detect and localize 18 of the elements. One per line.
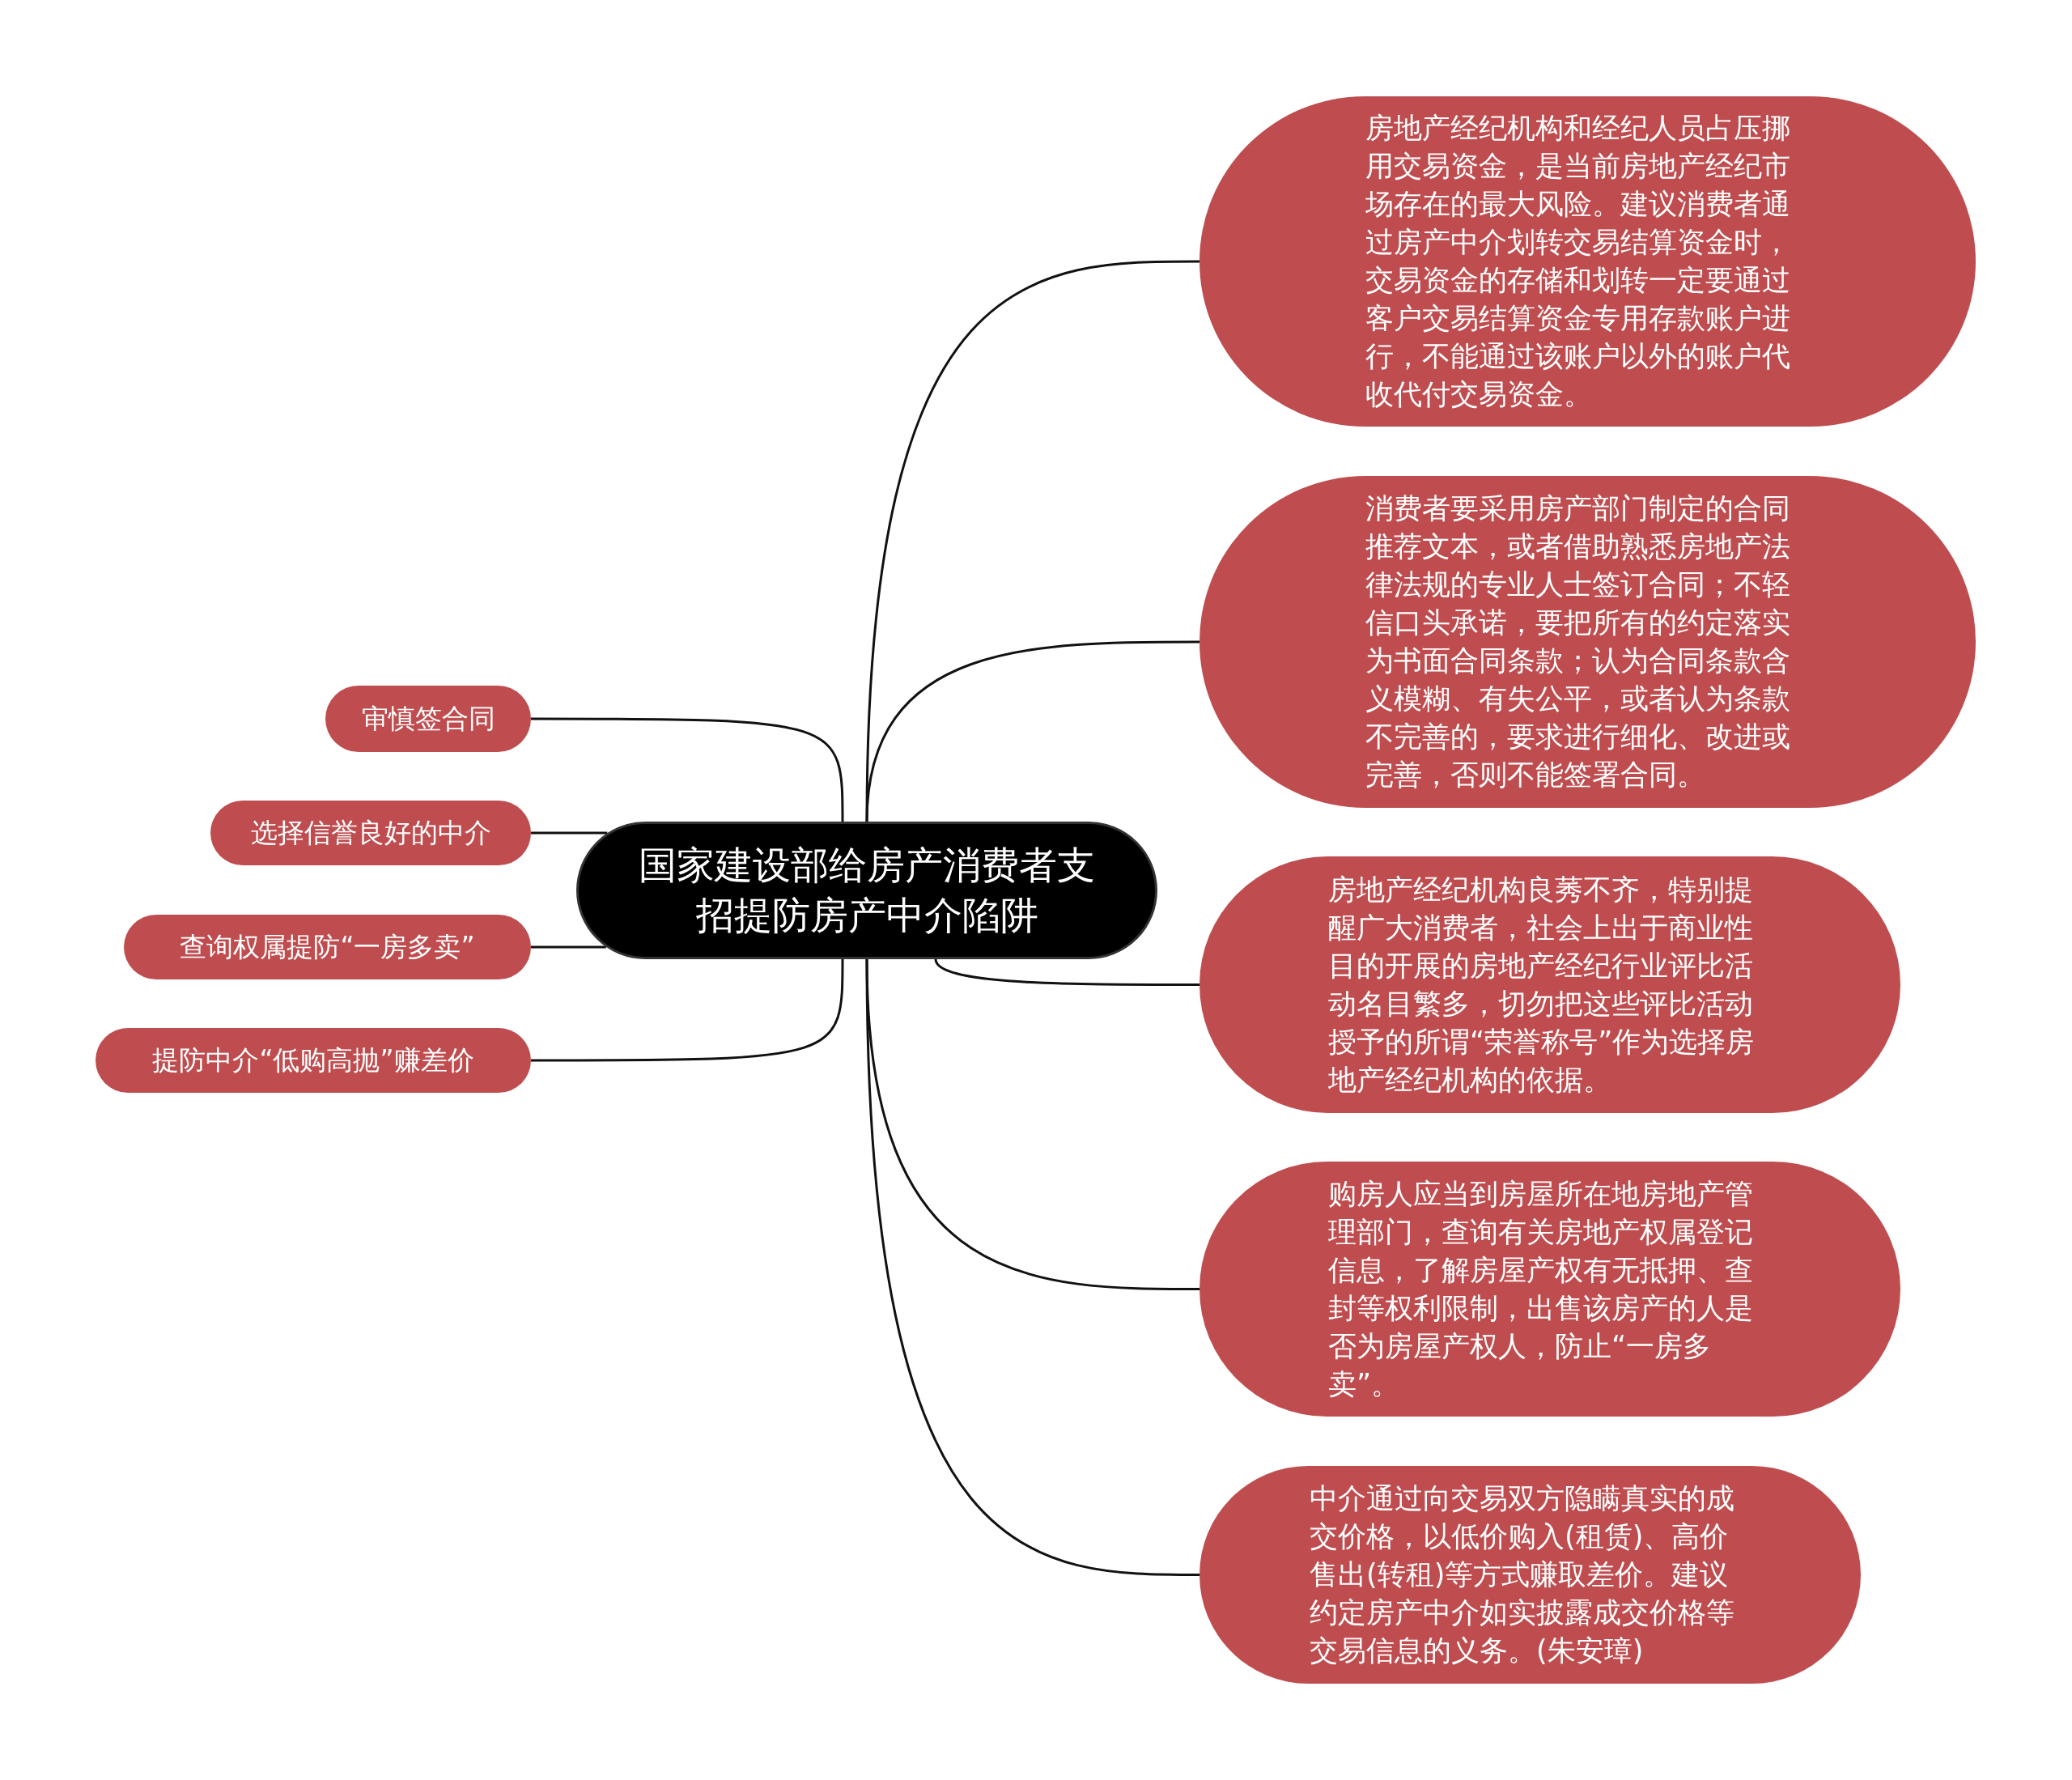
topic-pill: 选择信誉良好的中介 <box>210 801 531 865</box>
topic-pill: 审慎签合同 <box>325 686 531 752</box>
detail-pill: 中介通过向交易双方隐瞒真实的成交价格，以低价购入(租赁)、高价售出(转租)等方式赚取差价。建议约定房产中介如实披露成交价格等交易信息的义务。(朱安璋) <box>1199 1466 1861 1684</box>
connector-line <box>531 945 606 949</box>
central-topic: 国家建设部给房产消费者支招提防房产中介陷阱 <box>576 822 1157 959</box>
detail-pill: 房地产经纪机构良莠不齐，特别提醒广大消费者，社会上出于商业性目的开展的房地产经纪行业评比活动名目繁多，切勿把这些评比活动授予的所谓“荣誉称号”作为选择房地产经纪机构的依据。 <box>1199 856 1900 1113</box>
connector-line <box>865 260 1199 822</box>
connector-line <box>531 717 844 822</box>
connector-line <box>865 958 1199 1576</box>
connector-line <box>865 640 1199 822</box>
connector-line <box>934 958 1199 986</box>
topic-pill: 提防中介“低购高抛”赚差价 <box>96 1028 531 1093</box>
detail-pill: 房地产经纪机构和经纪人员占压挪用交易资金，是当前房地产经纪市场存在的最大风险。建议消费者通过房产中介划转交易结算资金时，交易资金的存储和划转一定要通过客户交易结算资金专用存款账户进行，不能通过该账户以外的账户代收代付交易资金。 <box>1199 96 1976 427</box>
topic-pill: 查询权属提防“一房多卖” <box>124 915 531 979</box>
connector-line <box>531 959 844 1062</box>
detail-pill: 购房人应当到房屋所在地房地产管理部门，查询有关房地产权属登记信息，了解房屋产权有无抵押、查封等权利限制，出售该房产的人是否为房屋产权人，防止“一房多卖”。 <box>1199 1162 1900 1417</box>
connector-line <box>531 831 608 835</box>
detail-pill: 消费者要采用房产部门制定的合同推荐文本，或者借助熟悉房地产法律法规的专业人士签订合同；不轻信口头承诺，要把所有的约定落实为书面合同条款；认为合同条款含义模糊、有失公平，或者认为条款不完善的，要求进行细化、改进或完善，否则不能签署合同。 <box>1199 476 1976 808</box>
